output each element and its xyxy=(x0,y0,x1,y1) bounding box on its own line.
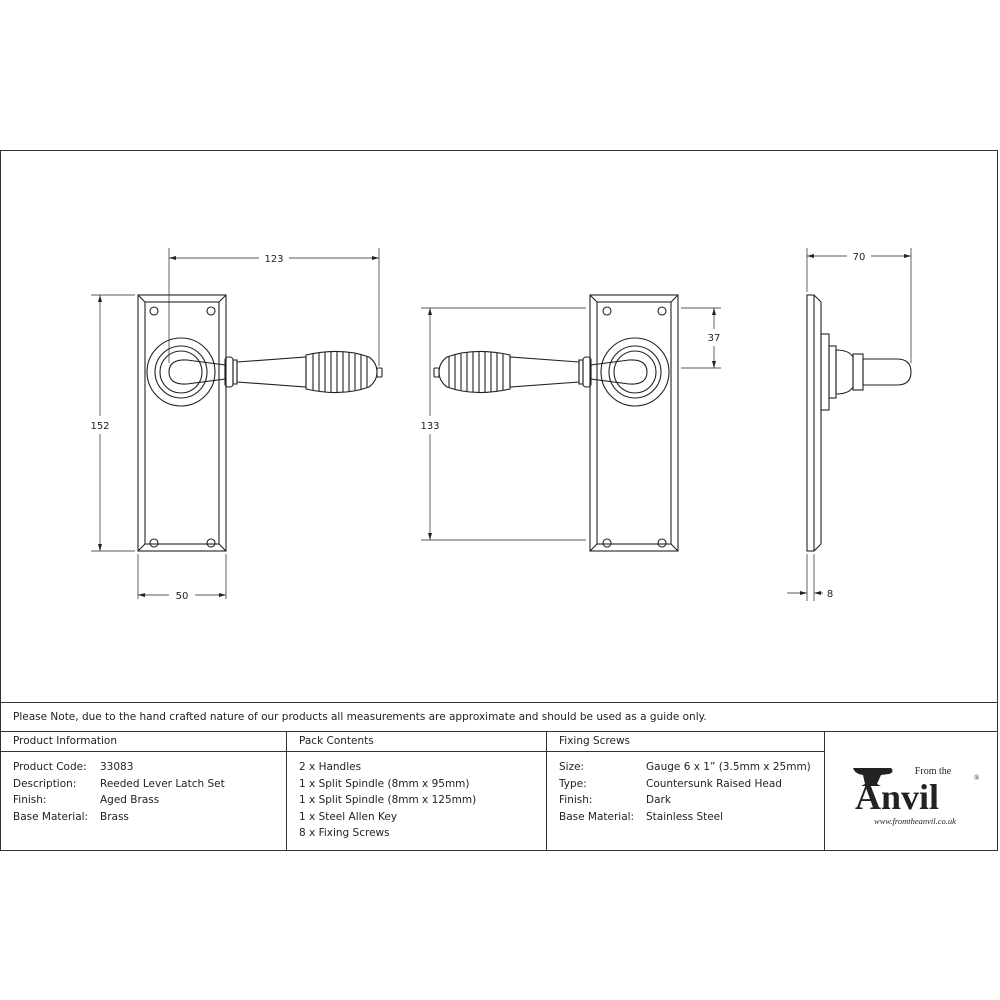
screw-value: Countersunk Raised Head xyxy=(646,777,782,790)
pack-item: 8 x Fixing Screws xyxy=(299,827,390,840)
info-value: Brass xyxy=(100,810,129,823)
info-label: Finish: xyxy=(13,794,47,807)
info-table: Product Information Product Code: 33083 D… xyxy=(1,732,997,851)
technical-drawing-sheet: 123 152 50 133 37 70 8 Please Note, due … xyxy=(0,150,998,851)
back-view xyxy=(433,294,679,552)
back-backplate-inner xyxy=(596,301,672,545)
measurement-note: Please Note, due to the hand crafted nat… xyxy=(1,702,997,732)
screw-row: Size: Gauge 6 x 1” (3.5mm x 25mm) xyxy=(547,759,824,776)
screw-label: Base Material: xyxy=(559,810,635,823)
screw-label: Size: xyxy=(559,761,585,773)
front-backplate-inner xyxy=(144,301,220,545)
back-rose-outer xyxy=(600,337,670,407)
dimension-label: 37 xyxy=(708,333,721,344)
info-row: Base Material: Brass xyxy=(1,809,286,826)
fixing-screws-column: Fixing Screws Size: Gauge 6 x 1” (3.5mm x… xyxy=(547,732,825,851)
screw-value: Dark xyxy=(646,794,671,807)
info-row: Description: Reeded Lever Latch Set xyxy=(1,776,286,793)
screw-hole xyxy=(149,538,159,548)
dimension-label: 123 xyxy=(264,254,283,265)
front-lever xyxy=(168,359,226,385)
pack-item: 1 x Split Spindle (8mm x 95mm) xyxy=(299,777,470,790)
front-backplate-outer xyxy=(137,294,227,552)
dimension-label: 70 xyxy=(853,252,866,263)
product-information-column: Product Information Product Code: 33083 D… xyxy=(1,732,287,851)
dimension-label: 8 xyxy=(827,589,833,600)
pack-item: 2 x Handles xyxy=(299,761,362,773)
screw-row: Type: Countersunk Raised Head xyxy=(547,776,824,793)
info-label: Base Material: xyxy=(13,810,89,823)
screw-hole xyxy=(602,306,612,316)
info-value: Aged Brass xyxy=(100,794,160,807)
front-rose-inner xyxy=(154,345,208,399)
screw-hole xyxy=(149,306,159,316)
info-row: Finish: Aged Brass xyxy=(1,792,286,809)
back-backplate-outer xyxy=(589,294,679,552)
logo-registered: ® xyxy=(974,774,980,782)
pack-item: 1 x Split Spindle (8mm x 125mm) xyxy=(299,794,477,807)
side-backplate xyxy=(806,294,815,552)
screw-hole xyxy=(206,538,216,548)
back-lever xyxy=(590,359,648,385)
info-value: 33083 xyxy=(100,761,134,773)
pack-contents-column: Pack Contents 2 x Handles 1 x Split Spin… xyxy=(287,732,547,851)
front-view xyxy=(137,294,383,552)
screw-value: Stainless Steel xyxy=(646,810,724,823)
logo-url: www.fromtheanvil.co.uk xyxy=(874,816,956,826)
pack-contents-heading: Pack Contents xyxy=(287,732,546,752)
back-reeded-grip xyxy=(438,350,511,394)
logo-column: From the Anvil ® www.fromtheanvil.co.uk xyxy=(825,732,997,851)
info-label: Product Code: xyxy=(13,761,87,773)
side-rose xyxy=(820,333,830,411)
screw-value: Gauge 6 x 1” (3.5mm x 25mm) xyxy=(646,761,811,773)
technical-drawing: 123 152 50 133 37 70 8 xyxy=(90,248,912,602)
from-the-anvil-logo: From the Anvil ® www.fromtheanvil.co.uk xyxy=(853,766,980,826)
dimension-label: 133 xyxy=(420,421,439,432)
info-row: Product Code: 33083 xyxy=(1,759,286,776)
screw-hole xyxy=(657,538,667,548)
side-lever-end xyxy=(862,358,912,386)
screw-label: Type: xyxy=(559,777,587,790)
front-rose-outer xyxy=(146,337,216,407)
anvil-icon xyxy=(853,768,893,786)
pack-item: 1 x Steel Allen Key xyxy=(299,810,398,823)
screw-hole xyxy=(602,538,612,548)
screw-row: Finish: Dark xyxy=(547,792,824,809)
product-information-heading: Product Information xyxy=(1,732,286,752)
dimension-label: 152 xyxy=(90,421,109,432)
screw-label: Finish: xyxy=(559,794,593,807)
side-view xyxy=(806,294,912,552)
screw-hole xyxy=(657,306,667,316)
logo-brand: Anvil xyxy=(855,777,939,817)
back-rose-inner xyxy=(608,345,662,399)
fixing-screws-heading: Fixing Screws xyxy=(547,732,824,752)
info-label: Description: xyxy=(13,777,77,790)
logo-from-the: From the xyxy=(915,766,952,777)
front-reeded-grip xyxy=(305,350,378,394)
screw-row: Base Material: Stainless Steel xyxy=(547,809,824,826)
info-value: Reeded Lever Latch Set xyxy=(100,777,225,790)
screw-hole xyxy=(206,306,216,316)
dimension-label: 50 xyxy=(176,591,189,602)
